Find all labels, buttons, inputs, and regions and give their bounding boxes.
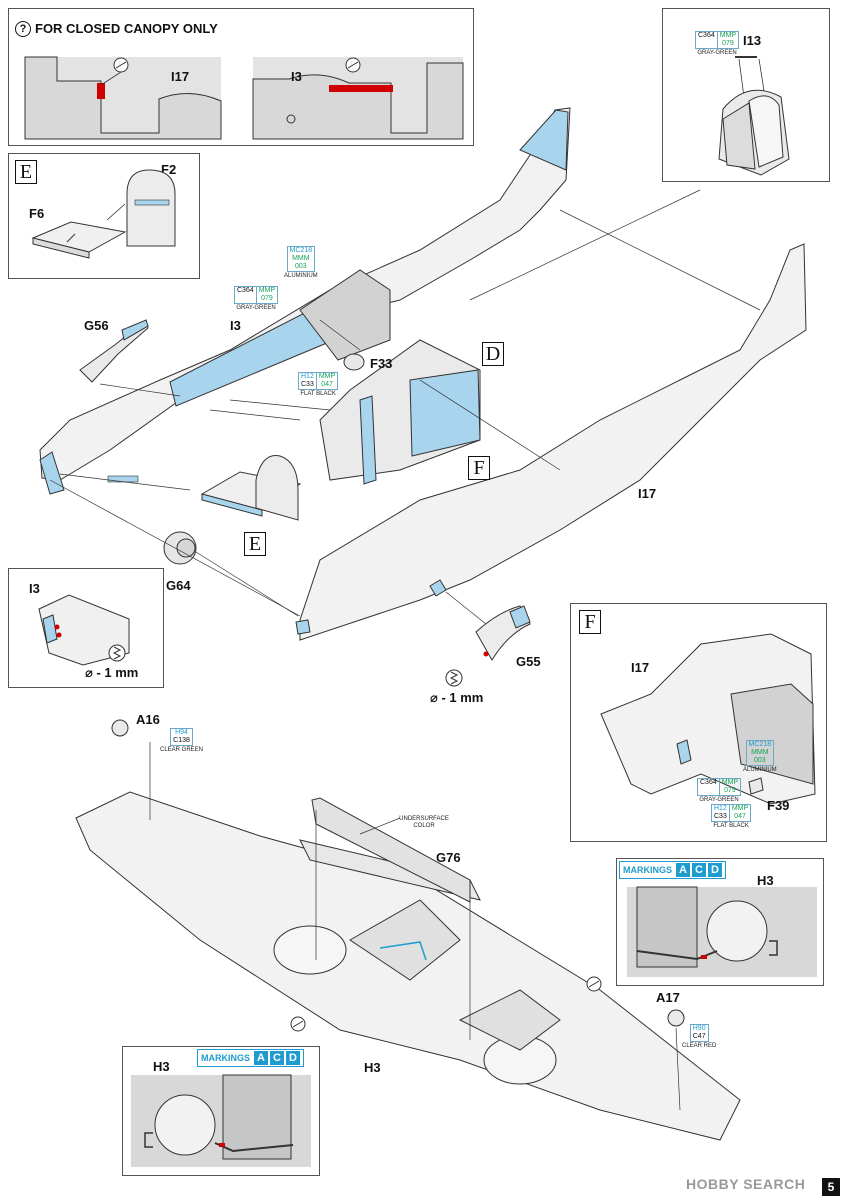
aluminium-callout: MC218 MMM 003 ALUMINIUM xyxy=(284,246,318,279)
markings-panel-right: MARKINGS A C D H3 xyxy=(616,858,824,986)
detail-i3-drill-size: ⌀ - 1 mm xyxy=(85,665,139,680)
box-f-part-f39: F39 xyxy=(767,798,790,813)
markings-panel-left: MARKINGS A C D H3 xyxy=(122,1046,320,1176)
part-g64: G64 xyxy=(166,578,191,593)
i13-diagram xyxy=(718,56,790,176)
part-i13: I13 xyxy=(743,33,762,48)
canopy-part-i3: I3 xyxy=(291,69,302,84)
wing-part-h3: H3 xyxy=(364,1060,381,1075)
part-a17: A17 xyxy=(656,990,680,1005)
part-f33: F33 xyxy=(370,356,393,371)
canopy-part-i17: I17 xyxy=(171,69,190,84)
watermark: HOBBY SEARCH xyxy=(686,1176,806,1192)
box-f-aluminium-callout: MC218 MMM 003 ALUMINIUM xyxy=(743,740,777,773)
detail-i3-diagram xyxy=(38,594,130,666)
part-i17-fuselage: I17 xyxy=(638,486,657,501)
part-f6: F6 xyxy=(29,206,45,221)
page-number: 5 xyxy=(822,1178,840,1196)
markings-left-diagram xyxy=(131,1074,311,1167)
markings-right-part-h3: H3 xyxy=(757,873,774,888)
help-icon: ? xyxy=(15,21,31,37)
markings-right-diagram xyxy=(627,886,817,977)
detail-part-i3: I3 xyxy=(29,581,40,596)
part-g55: G55 xyxy=(516,654,541,669)
g55-drill-size: ⌀ - 1 mm xyxy=(430,690,484,705)
box-e-panel: E F2 F6 xyxy=(8,153,200,279)
markings-badge-left: MARKINGS A C D xyxy=(197,1049,304,1067)
a17-paint-callout: H90 C47 CLEAR RED xyxy=(682,1024,717,1049)
part-g56: G56 xyxy=(84,318,109,333)
markings-badge-right: MARKINGS A C D xyxy=(619,861,726,879)
part-g76: G76 xyxy=(436,850,461,865)
box-f-part-i17: I17 xyxy=(631,660,650,675)
box-f-diagram xyxy=(600,633,816,805)
part-i3-fuselage: I3 xyxy=(230,318,241,333)
detail-i3-panel: I3 ⌀ - 1 mm xyxy=(8,568,164,688)
canopy-diagram xyxy=(24,56,464,140)
undersurface-color-note: UNDERSURFACE COLOR xyxy=(399,816,449,829)
closed-canopy-panel: ? FOR CLOSED CANOPY ONLY I17 I3 xyxy=(8,8,474,146)
closed-canopy-title: FOR CLOSED CANOPY ONLY xyxy=(35,21,218,36)
section-d-letter: D xyxy=(482,342,504,366)
box-e-diagram xyxy=(31,169,176,259)
a16-paint-callout: H94 C138 CLEAR GREEN xyxy=(160,728,204,753)
section-e-letter: E xyxy=(15,160,37,184)
section-f-letter: F xyxy=(579,610,601,634)
part-a16: A16 xyxy=(136,712,160,727)
section-f-marker: F xyxy=(468,456,490,480)
markings-left-part-h3: H3 xyxy=(153,1059,170,1074)
section-e-marker: E xyxy=(244,532,266,556)
